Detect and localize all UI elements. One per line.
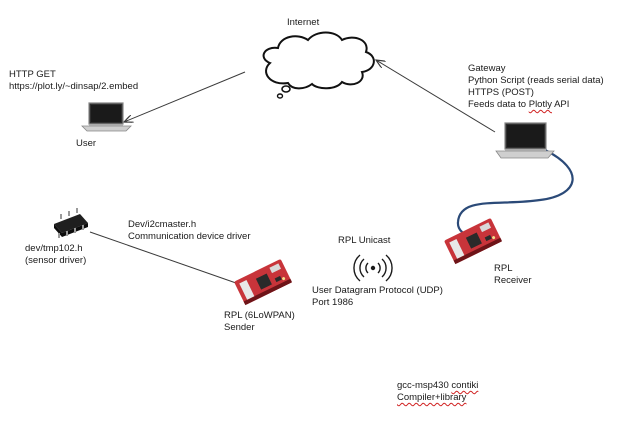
gateway-https-label: HTTPS (POST) xyxy=(468,87,534,98)
compiler-gcc: gcc-msp430 xyxy=(397,380,449,391)
rpl-board-icon xyxy=(234,259,293,306)
gateway-feeds-prefix: Feeds data to xyxy=(468,99,529,110)
wire-sensor-to-sender xyxy=(89,231,237,284)
i2c-header-label: Dev/i2cmaster.h xyxy=(128,219,197,230)
http-url-label: https://plot.ly/~dinsap/2.embed xyxy=(9,81,139,92)
laptop-icon xyxy=(81,102,132,132)
sensor-driver-label: (sensor driver) xyxy=(25,255,87,266)
udp-label: User Datagram Protocol (UDP) xyxy=(312,285,443,296)
cloud-icon xyxy=(262,31,375,99)
sensor-header-label: dev/tmp102.h xyxy=(25,243,83,254)
receiver-label: RPL xyxy=(494,263,513,274)
comm-driver-label: Communication device driver xyxy=(128,231,251,242)
udp-port-label: Port 1986 xyxy=(312,297,354,308)
usb-cable xyxy=(456,149,574,239)
receiver-role-label: Receiver xyxy=(494,275,532,286)
gateway-title: Gateway xyxy=(468,63,506,74)
gateway-feeds-plotly: Plotly xyxy=(528,99,552,110)
sensor-chip-icon xyxy=(54,208,88,238)
laptop-icon xyxy=(495,122,555,159)
gateway-feeds-label: Feeds data to Plotly API xyxy=(468,99,569,111)
gateway-feeds-suffix: API xyxy=(551,99,570,110)
arrow-gateway-to-internet xyxy=(376,60,496,133)
internet-label: Internet xyxy=(287,17,320,28)
user-label: User xyxy=(76,138,97,149)
http-get-label: HTTP GET xyxy=(9,69,56,80)
compiler-library-label: Compiler+library xyxy=(397,392,467,403)
rpl-board-icon xyxy=(444,218,503,265)
arrow-internet-to-user xyxy=(124,71,246,122)
gateway-script-label: Python Script (reads serial data) xyxy=(468,75,604,86)
compiler-contiki: contiki xyxy=(451,380,479,391)
sender-role-label: Sender xyxy=(224,322,255,333)
compiler-label: gcc-msp430 contiki xyxy=(397,380,478,392)
sender-label: RPL (6LoWPAN) xyxy=(224,310,295,321)
rpl-unicast-label: RPL Unicast xyxy=(338,235,391,246)
wireless-signal-icon xyxy=(353,254,393,282)
